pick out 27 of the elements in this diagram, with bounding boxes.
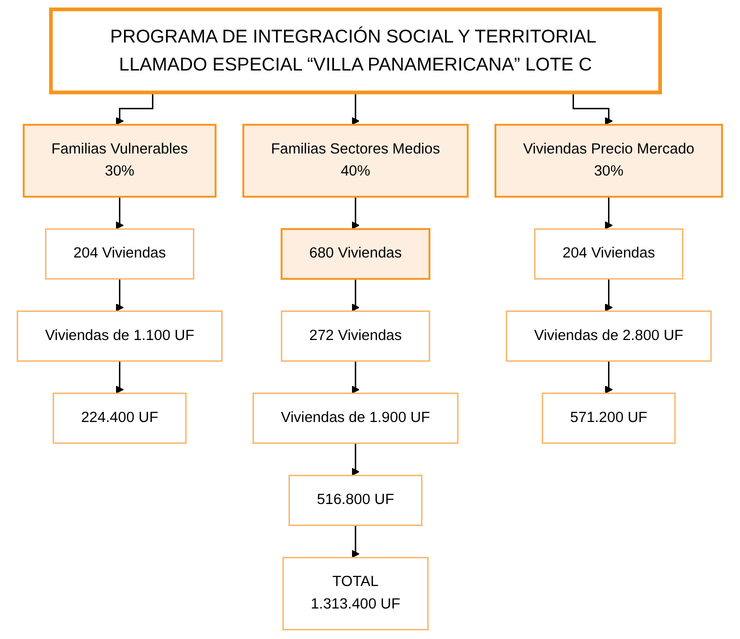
arrow (604, 196, 614, 230)
arrow (116, 360, 124, 394)
arrow (352, 278, 360, 312)
node-box: Viviendas de 2.800 UF (506, 310, 712, 362)
node-box: PROGRAMA DE INTEGRACIÓN SOCIAL Y TERRITORIAL LLAMADO ESPECIAL “VILLA PANAMERICANA” LOTE C (49, 8, 662, 94)
node-box: Familias Vulnerables 30% (23, 124, 217, 198)
arrow (352, 92, 360, 126)
node-box: 204 Viviendas (534, 228, 684, 280)
node-box: Viviendas de 1.900 UF (252, 392, 459, 444)
arrow (352, 524, 360, 558)
node-box: Familias Sectores Medios 40% (242, 124, 469, 198)
arrow (352, 196, 360, 230)
arrow (116, 196, 124, 230)
node-box: 516.800 UF (288, 474, 423, 526)
arrow (604, 360, 614, 394)
node-box: 224.400 UF (52, 392, 187, 444)
node-box: TOTAL 1.313.400 UF (282, 556, 429, 630)
node-box: 680 Viviendas (280, 228, 431, 280)
arrow (352, 360, 360, 394)
node-box: 204 Viviendas (45, 228, 195, 280)
node-box: 272 Viviendas (281, 310, 430, 362)
arrow (116, 278, 124, 312)
arrow (604, 278, 614, 312)
arrow (352, 442, 360, 476)
node-box: 571.200 UF (542, 392, 676, 444)
node-box: Viviendas de 1.100 UF (16, 310, 223, 362)
node-box: Viviendas Precio Mercado 30% (494, 124, 724, 198)
